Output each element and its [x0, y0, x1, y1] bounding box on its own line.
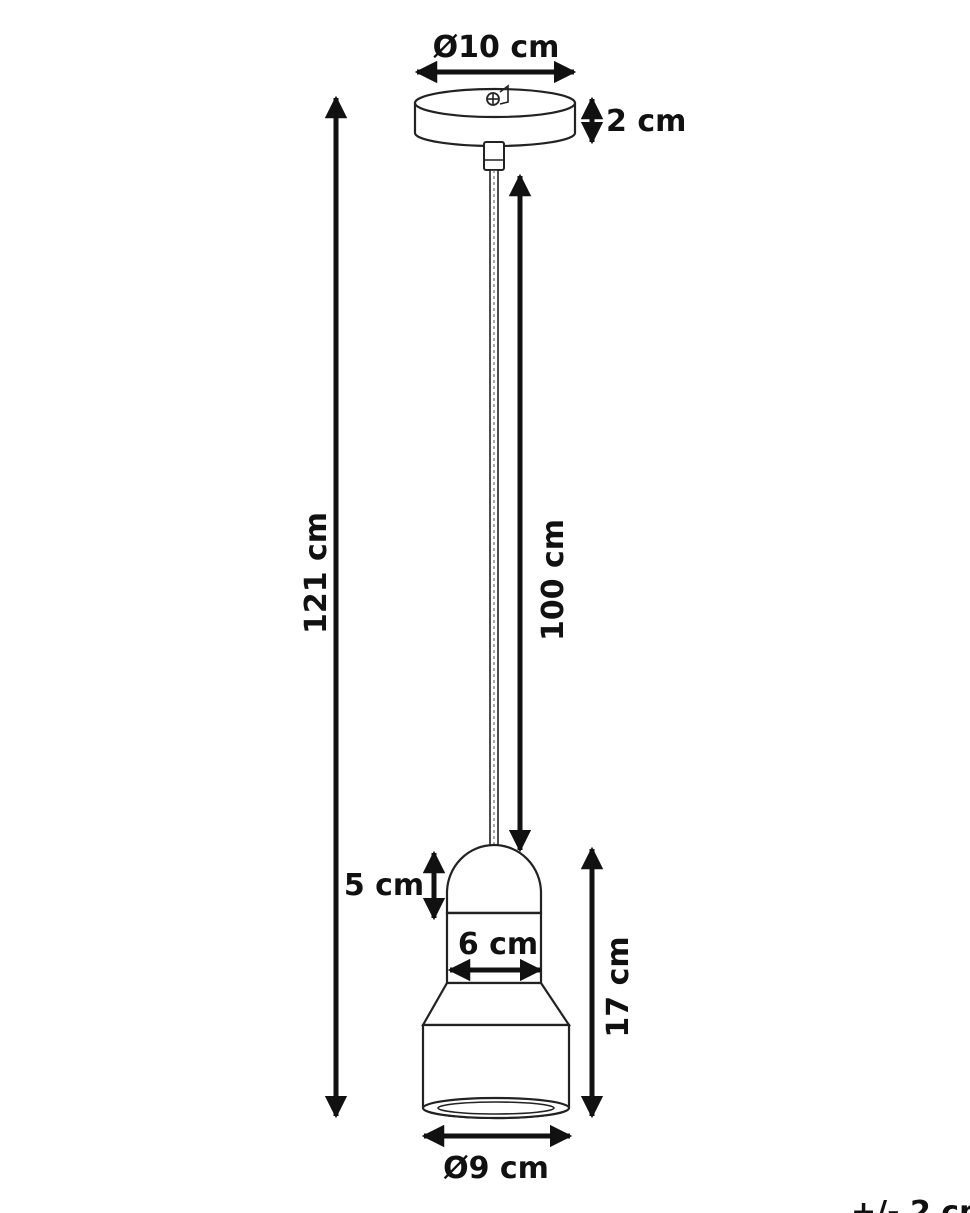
label-shade-height: 17 cm — [601, 936, 636, 1037]
cable-grip — [483, 141, 505, 171]
label-cable-length: 100 cm — [536, 519, 571, 641]
label-canopy-diameter: Ø10 cm — [433, 30, 560, 65]
label-top-cap-height: 5 cm — [344, 868, 424, 903]
label-canopy-height: 2 cm — [606, 104, 686, 139]
label-neck-diameter: 6 cm — [458, 927, 538, 962]
ceiling-canopy — [413, 84, 577, 148]
screw-icon — [486, 84, 509, 106]
label-shade-diameter: Ø9 cm — [443, 1151, 549, 1186]
cable — [489, 169, 499, 847]
label-tolerance: +/- 2 cm — [851, 1195, 970, 1213]
lamp-shade — [421, 843, 572, 1120]
label-total-height: 121 cm — [299, 512, 334, 634]
